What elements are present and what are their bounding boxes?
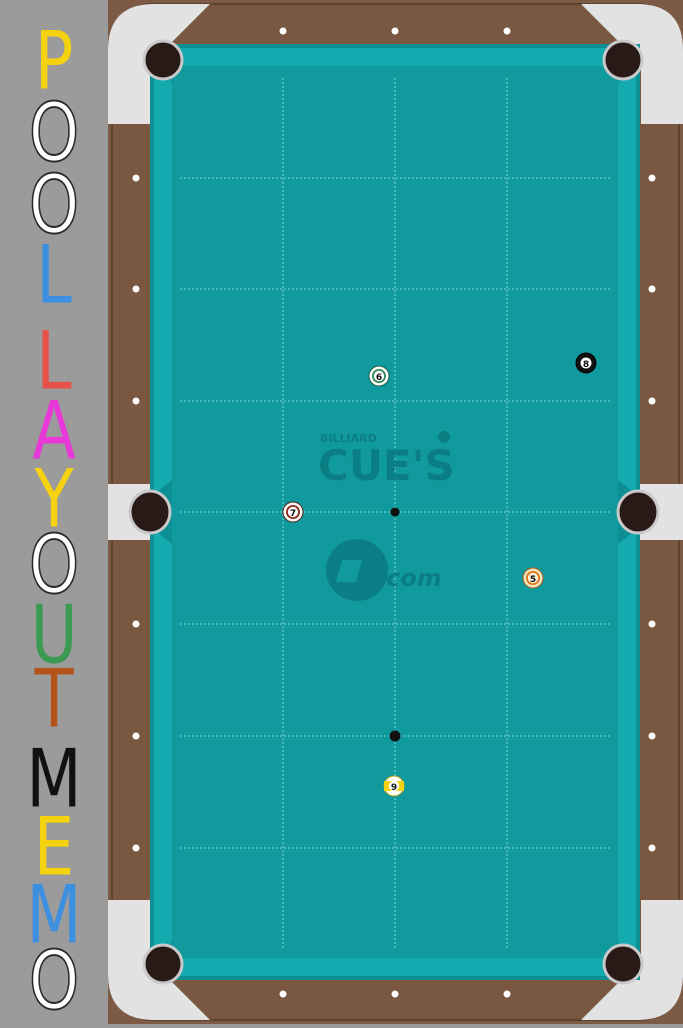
logo-small-text: BILLIARD	[320, 432, 377, 445]
title-letter: E	[33, 801, 75, 895]
cushion-right-upper	[618, 66, 636, 494]
pocket-top-right	[602, 39, 644, 81]
title-letter: U	[30, 589, 78, 683]
logo-main-text: CUE'S	[318, 441, 455, 490]
cushion-right-lower	[618, 530, 636, 958]
title-letter: P	[34, 15, 74, 109]
ball-9[interactable]: 9	[383, 775, 405, 797]
cushion-top	[168, 48, 622, 66]
ball-5-number: 5	[530, 575, 536, 585]
ball-7[interactable]: 7	[282, 501, 304, 523]
pocket-bottom-right	[602, 943, 644, 985]
cushion-left-upper	[154, 66, 172, 494]
title-letter: O	[28, 159, 80, 253]
pocket-top-left	[142, 39, 184, 81]
logo-d-icon	[336, 560, 362, 582]
cushion-bottom	[168, 958, 622, 976]
rail-diamonds	[132, 27, 656, 998]
logo-sub-text: com	[386, 564, 442, 592]
corner-plate-top-left	[108, 4, 210, 124]
title-letter: O	[28, 935, 80, 1028]
center-spot	[390, 507, 400, 517]
ball-5[interactable]: 5	[522, 567, 544, 589]
ball-6[interactable]: 6	[368, 365, 390, 387]
ball-9-number: 9	[391, 783, 397, 793]
title-sidebar: P O O L L A Y O U T M E M O	[0, 0, 108, 1024]
title-letter: Y	[34, 453, 74, 547]
ball-8[interactable]: 8	[575, 352, 597, 374]
foot-spot	[389, 730, 401, 742]
title-letter: O	[28, 87, 80, 181]
title-letter: T	[34, 653, 74, 747]
title-letter: L	[36, 315, 72, 409]
pocket-side-left	[128, 489, 172, 535]
corner-plate-bottom-left	[108, 900, 210, 1020]
ball-6-number: 6	[376, 373, 382, 383]
title-letter: L	[36, 229, 72, 323]
cushion-left-lower	[154, 530, 172, 958]
logo-cue-ball-icon	[438, 431, 450, 443]
corner-plate-top-right	[581, 4, 683, 124]
title-letter: A	[32, 385, 76, 479]
watermark-logo: BILLIARD CUE'S com	[318, 431, 455, 601]
title-letter: M	[26, 869, 82, 963]
pocket-bottom-left	[142, 943, 184, 985]
pocket-side-right	[616, 489, 660, 535]
ball-8-number: 8	[583, 360, 589, 370]
pockets	[128, 39, 660, 985]
title-letter: O	[28, 519, 80, 613]
corner-plate-bottom-right	[581, 900, 683, 1020]
ball-7-number: 7	[290, 509, 296, 519]
title-letter: M	[26, 733, 82, 827]
grid-lines	[180, 78, 610, 948]
